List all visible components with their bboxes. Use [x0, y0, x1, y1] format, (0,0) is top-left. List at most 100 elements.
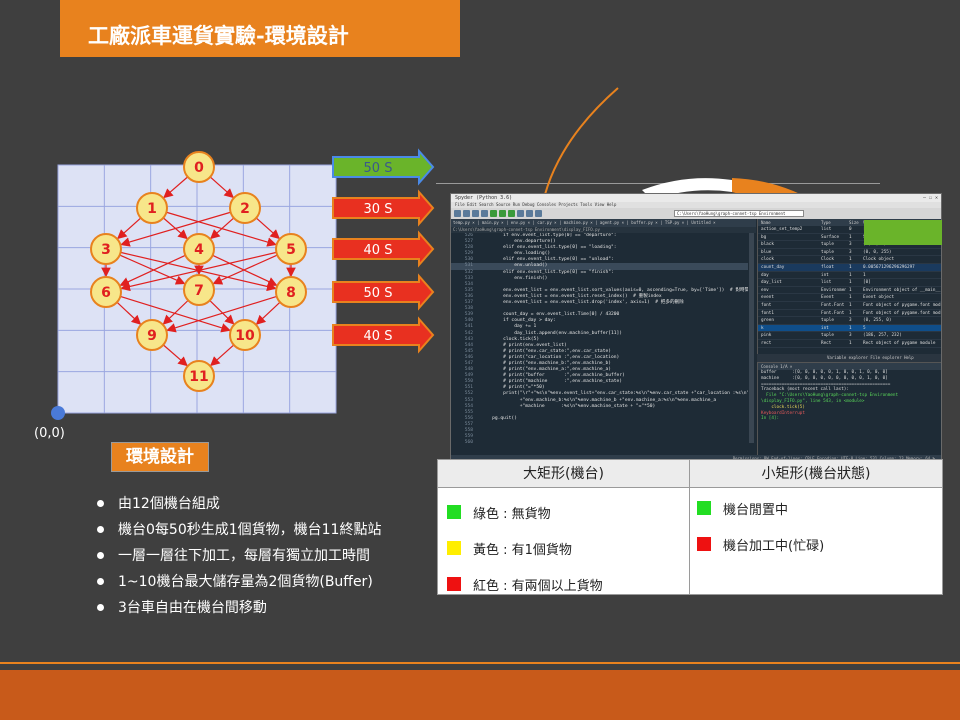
console-output: buffer :[0, 0, 0, 0, 0, 1, 0, 0, 1, 0, 0… — [758, 370, 941, 422]
legend-item: 機台閒置中 — [690, 494, 942, 522]
variable-cell: 1 — [849, 310, 852, 316]
variable-cell: (186, 257, 232) — [863, 333, 902, 339]
variable-cell: 1 — [849, 264, 852, 270]
code-text: # print("car_location :",env.car_locatio… — [481, 354, 620, 360]
code-line: 548 # print("env.machine_a:",env.machine… — [451, 367, 748, 373]
code-line: 549 # print("buffer :",env.machine_buffe… — [451, 373, 748, 379]
code-line: 539 count_day = env.event_list.Time[0] /… — [451, 312, 748, 318]
color-swatch-icon — [697, 537, 711, 551]
code-text: pg.quit() — [481, 415, 517, 421]
run-icon[interactable] — [490, 210, 497, 217]
variable-row[interactable]: envEnvironment1Environment object of __m… — [758, 287, 941, 295]
variable-cell: action_set_temp2 — [761, 227, 803, 232]
run-cell-icon[interactable] — [499, 210, 506, 217]
code-area[interactable]: 526 if env.event_list.type[0] == "depart… — [451, 233, 748, 455]
edge-arrow — [255, 217, 280, 240]
line-number: 557 — [464, 421, 473, 427]
variable-cell: Rect — [821, 340, 832, 346]
origin-point — [51, 406, 65, 420]
line-number: 544 — [464, 342, 473, 348]
machine-node-0: 0 — [183, 151, 215, 183]
variable-cell: Font object of pygame.font module — [863, 302, 941, 308]
layer-time-arrow: 50 S — [332, 273, 435, 311]
node-circle — [275, 276, 307, 308]
variable-cell: font — [761, 302, 772, 308]
edge-arrow — [210, 344, 235, 367]
layer-time-label: 50 S — [364, 161, 393, 176]
variable-cell: clock — [761, 257, 774, 263]
working-directory-input[interactable]: C:\Users\YaoHung\graph-connet-tsp Enviro… — [674, 210, 804, 217]
node-label: 2 — [240, 201, 250, 217]
pane-tabs[interactable]: Variable explorer File explorer Help — [757, 354, 941, 362]
save-icon[interactable] — [472, 210, 479, 217]
line-number: 554 — [464, 403, 473, 409]
run-selection-icon[interactable] — [508, 210, 515, 217]
code-line: 528 elif env.event_list.type[0] == "load… — [451, 245, 748, 251]
variable-cell: Environment object of __main__ module — [863, 287, 941, 293]
variable-cell: int — [821, 325, 829, 331]
code-line: 542 day_list.append(env.machine_buffer[1… — [451, 331, 748, 337]
editor-file-path: C:\Users\YaoHung\graph-connet-tsp Enviro… — [451, 227, 756, 233]
save-all-icon[interactable] — [481, 210, 488, 217]
line-number: 536 — [464, 293, 473, 299]
edge-arrow — [116, 301, 142, 325]
ide-body: temp.py × | main.py × | env.py × | car.p… — [451, 219, 941, 455]
code-text: if env.event_list.type[0] == "departure"… — [481, 233, 617, 238]
editor-tabs[interactable]: temp.py × | main.py × | env.py × | car.p… — [451, 219, 756, 227]
code-text: elif env.event_list.type[0] == "finish": — [481, 269, 614, 275]
ide-menubar[interactable]: File Edit Search Source Run Debug Consol… — [451, 202, 941, 208]
edge-arrow — [120, 211, 231, 247]
bullet-dot-icon — [97, 603, 104, 611]
console-line: File "C:\Users\YaoHung\graph-connet-tsp … — [761, 393, 899, 399]
edge-arrow — [117, 217, 142, 240]
console-line: Traceback (most recent call last): — [761, 387, 849, 393]
arrow-shape — [332, 148, 435, 186]
edge-arrow — [209, 300, 235, 325]
debug-icon[interactable] — [517, 210, 524, 217]
machine-node-5: 5 — [275, 233, 307, 265]
line-number: 543 — [464, 336, 473, 342]
node-label: 3 — [101, 242, 111, 258]
code-line: 555 — [451, 410, 748, 416]
stop-icon[interactable] — [526, 210, 533, 217]
bullet-dot-icon — [97, 551, 104, 559]
window-controls-icon[interactable]: — ☐ ✕ — [922, 195, 938, 201]
editor-scrollbar[interactable] — [749, 233, 754, 443]
preferences-icon[interactable] — [535, 210, 542, 217]
console-line: \display_FIFO.py", line 543, in <module> — [761, 398, 865, 404]
green-overlay-block — [864, 220, 942, 245]
arrow-shape — [332, 273, 435, 311]
variable-cell: font1 — [761, 310, 774, 316]
variable-cell: day_list — [761, 280, 782, 286]
bullet-dot-icon — [97, 499, 104, 507]
console-tab[interactable]: Console 1/A × — [758, 363, 941, 370]
ipython-console[interactable]: Console 1/A × buffer :[0, 0, 0, 0, 0, 1,… — [757, 362, 941, 455]
bullet-item: 由12個機台組成 — [97, 490, 381, 516]
code-editor[interactable]: temp.py × | main.py × | env.py × | car.p… — [451, 219, 756, 455]
variable-cell: 1 — [849, 340, 852, 346]
code-text: if count_day > day: — [481, 318, 556, 324]
variable-cell: list — [821, 227, 832, 232]
code-text: # print("machine :",env.machine_state) — [481, 379, 623, 385]
edge-arrow — [162, 344, 188, 367]
machine-node-1: 1 — [136, 192, 168, 224]
code-line: 554 +"machine :%s\n"%env.machine_state +… — [451, 404, 748, 410]
open-file-icon[interactable] — [463, 210, 470, 217]
ide-titlebar: Spyder (Python 3.6) — ☐ ✕ — [451, 194, 941, 202]
new-file-icon[interactable] — [454, 210, 461, 217]
code-line: 559 — [451, 434, 748, 440]
